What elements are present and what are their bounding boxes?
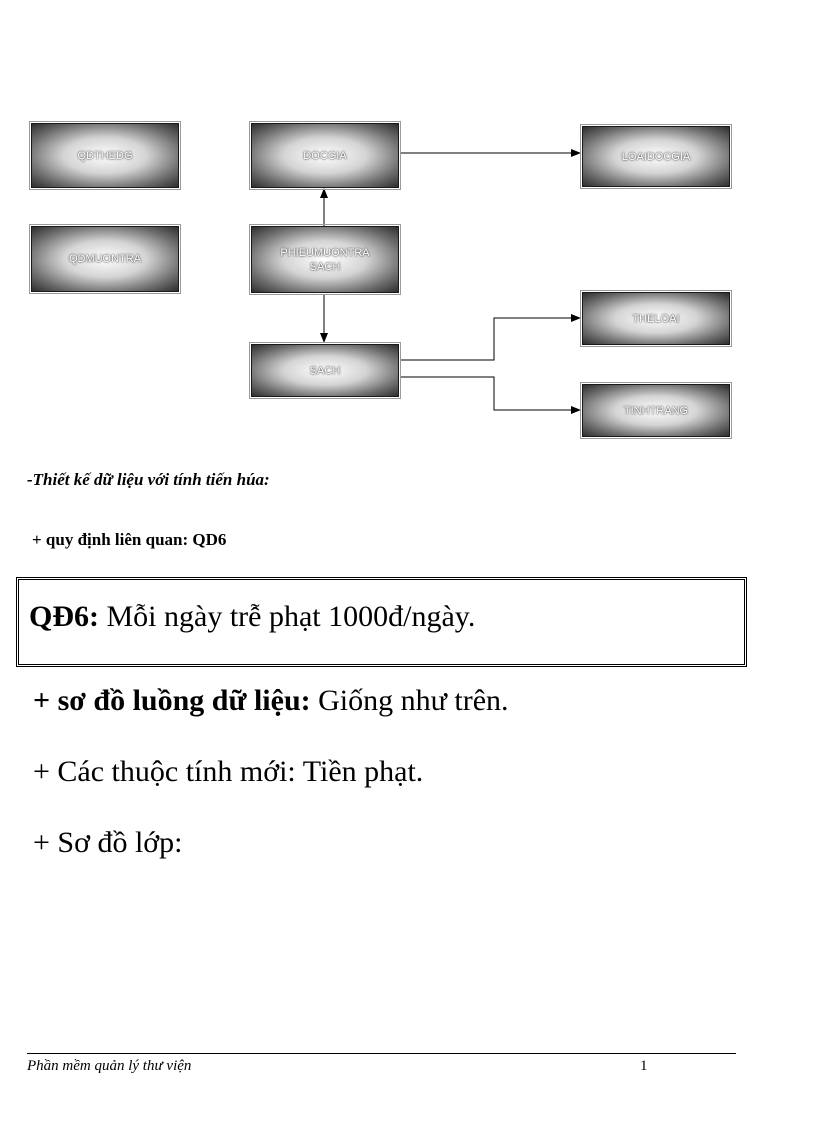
rule-label: QĐ6: [29,600,99,633]
related-rule-line: + quy định liên quan: QD6 [32,530,227,549]
arrow-sach-theloai [400,314,581,361]
entity-label: QDTHEDG [77,149,133,162]
class-diagram-line: + Sơ đồ lớp: [33,826,183,859]
rule-statement: QĐ6: Mỗi ngày trễ phạt 1000đ/ngày. [29,600,475,634]
new-attributes-line: + Các thuộc tính mới: Tiền phạt. [33,755,424,788]
page-number: 1 [640,1058,648,1074]
rule-text: Mỗi ngày trễ phạt 1000đ/ngày. [99,600,476,633]
entity-label: THELOAI [632,312,680,325]
entity-label: TINHTRANG [623,404,689,417]
entity-sach: SACH [249,342,401,399]
section-heading: -Thiết kế dữ liệu với tính tiến húa: [27,470,270,489]
entity-qdthedg: QDTHEDG [29,121,181,190]
entity-theloai: THELOAI [580,290,732,347]
footer-divider [27,1053,736,1054]
entity-loaidocgia: LOAIDOCGIA [580,124,732,189]
entity-diagram: QDTHEDG QDMUONTRA DOCGIA PHIEUMUONTRA SA… [0,0,816,460]
arrow-sach-tinhtrang [400,376,581,414]
footer-title: Phần mềm quản lý thư viện [27,1058,192,1074]
entity-phieumuontrasach: PHIEUMUONTRA SACH [249,224,401,295]
entity-label: QDMUONTRA [68,253,142,265]
entity-qdmuontra: QDMUONTRA [29,224,181,294]
flow-label: + sơ đồ luồng dữ liệu: [33,684,311,717]
entity-docgia: DOCGIA [249,121,401,190]
relationship-arrows [320,149,581,414]
entity-label: SACH [309,364,341,377]
entity-label: DOCGIA [303,149,347,162]
entity-label: LOAIDOCGIA [621,150,691,163]
entity-label: PHIEUMUONTRA SACH [280,246,370,273]
entity-tinhtrang: TINHTRANG [580,382,732,439]
flow-text: Giống như trên. [310,684,509,717]
rule-box: QĐ6: Mỗi ngày trễ phạt 1000đ/ngày. [16,577,747,667]
flow-diagram-line: + sơ đồ luồng dữ liệu: Giống như trên. [33,684,509,718]
